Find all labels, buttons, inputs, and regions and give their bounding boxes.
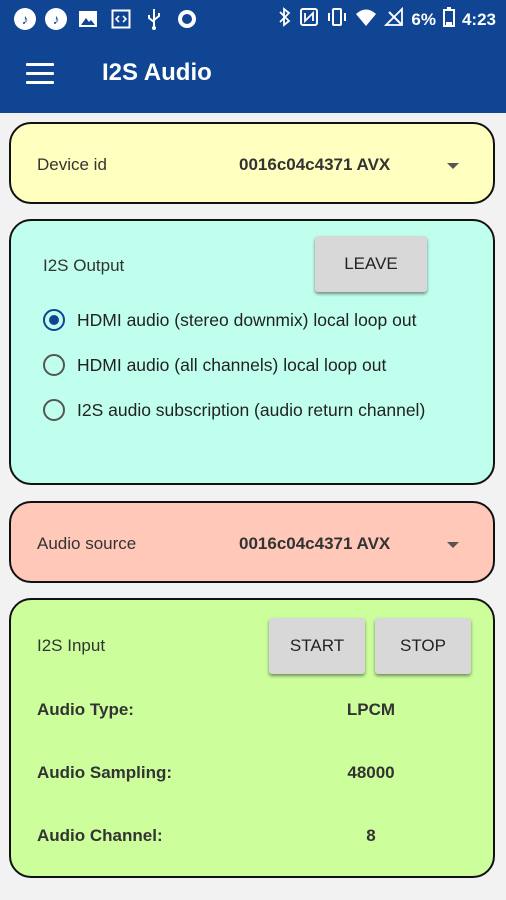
no-signal-icon (384, 6, 404, 32)
app-bar: I2S Audio (0, 37, 506, 113)
menu-icon[interactable] (26, 63, 54, 85)
notification-icons: ♪ ♪ (14, 7, 199, 31)
radio-option-i2s-subscription[interactable]: I2S audio subscription (audio return cha… (43, 399, 425, 421)
radio-option-all-channels[interactable]: HDMI audio (all channels) local loop out (43, 354, 386, 376)
clock: 4:23 (461, 9, 496, 29)
system-icons: 6% 4:23 (278, 6, 496, 32)
audio-source-value: 0016c04c4371 AVX (239, 534, 391, 553)
gallery-icon (76, 7, 100, 31)
audio-sampling-label: Audio Sampling: (37, 763, 173, 782)
chevron-down-icon (447, 542, 459, 548)
nfc-icon (299, 7, 319, 32)
audio-source-dropdown[interactable]: 0016c04c4371 AVX (231, 523, 471, 565)
radio-label: HDMI audio (all channels) local loop out (77, 354, 387, 375)
radio-option-stereo-downmix[interactable]: HDMI audio (stereo downmix) local loop o… (43, 309, 416, 331)
audio-type-value: LPCM (346, 700, 396, 719)
device-id-value: 0016c04c4371 AVX (239, 155, 391, 174)
chevron-down-icon (447, 163, 459, 169)
radio-button[interactable] (43, 309, 65, 331)
radio-label: HDMI audio (stereo downmix) local loop o… (77, 309, 417, 330)
usb-icon (142, 7, 166, 31)
i2s-input-label: I2S Input (37, 636, 106, 655)
audio-source-label: Audio source (37, 534, 137, 553)
vibrate-icon (326, 7, 348, 32)
battery-icon (442, 7, 455, 32)
i2s-input-card: I2S Input START STOP Audio Type: LPCM Au… (9, 598, 495, 878)
start-button[interactable]: START (269, 618, 365, 674)
audio-channel-value: 8 (366, 826, 376, 845)
audio-source-card: Audio source 0016c04c4371 AVX (9, 501, 495, 583)
audio-sampling-value: 48000 (347, 763, 395, 782)
audio-channel-label: Audio Channel: (37, 826, 163, 845)
music-app-icon: ♪ (45, 8, 67, 30)
leave-button[interactable]: LEAVE (315, 236, 427, 292)
radio-label: I2S audio subscription (audio return cha… (77, 399, 426, 420)
radio-button[interactable] (43, 399, 65, 421)
device-card: Device id 0016c04c4371 AVX (9, 122, 495, 204)
stop-button[interactable]: STOP (375, 618, 471, 674)
audio-type-label: Audio Type: (37, 700, 134, 719)
device-id-label: Device id (37, 155, 107, 174)
music-app-icon: ♪ (14, 8, 36, 30)
device-id-dropdown[interactable]: 0016c04c4371 AVX (231, 144, 471, 186)
code-icon (109, 7, 133, 31)
i2s-output-label: I2S Output (43, 256, 125, 275)
record-icon (175, 7, 199, 31)
battery-percent: 6% (411, 9, 436, 29)
status-bar: ♪ ♪ 6% 4:23 (0, 0, 506, 37)
radio-button[interactable] (43, 354, 65, 376)
bluetooth-icon (278, 7, 292, 32)
i2s-output-card: I2S Output LEAVE HDMI audio (stereo down… (9, 219, 495, 485)
wifi-icon (355, 7, 377, 32)
app-title: I2S Audio (102, 59, 212, 86)
